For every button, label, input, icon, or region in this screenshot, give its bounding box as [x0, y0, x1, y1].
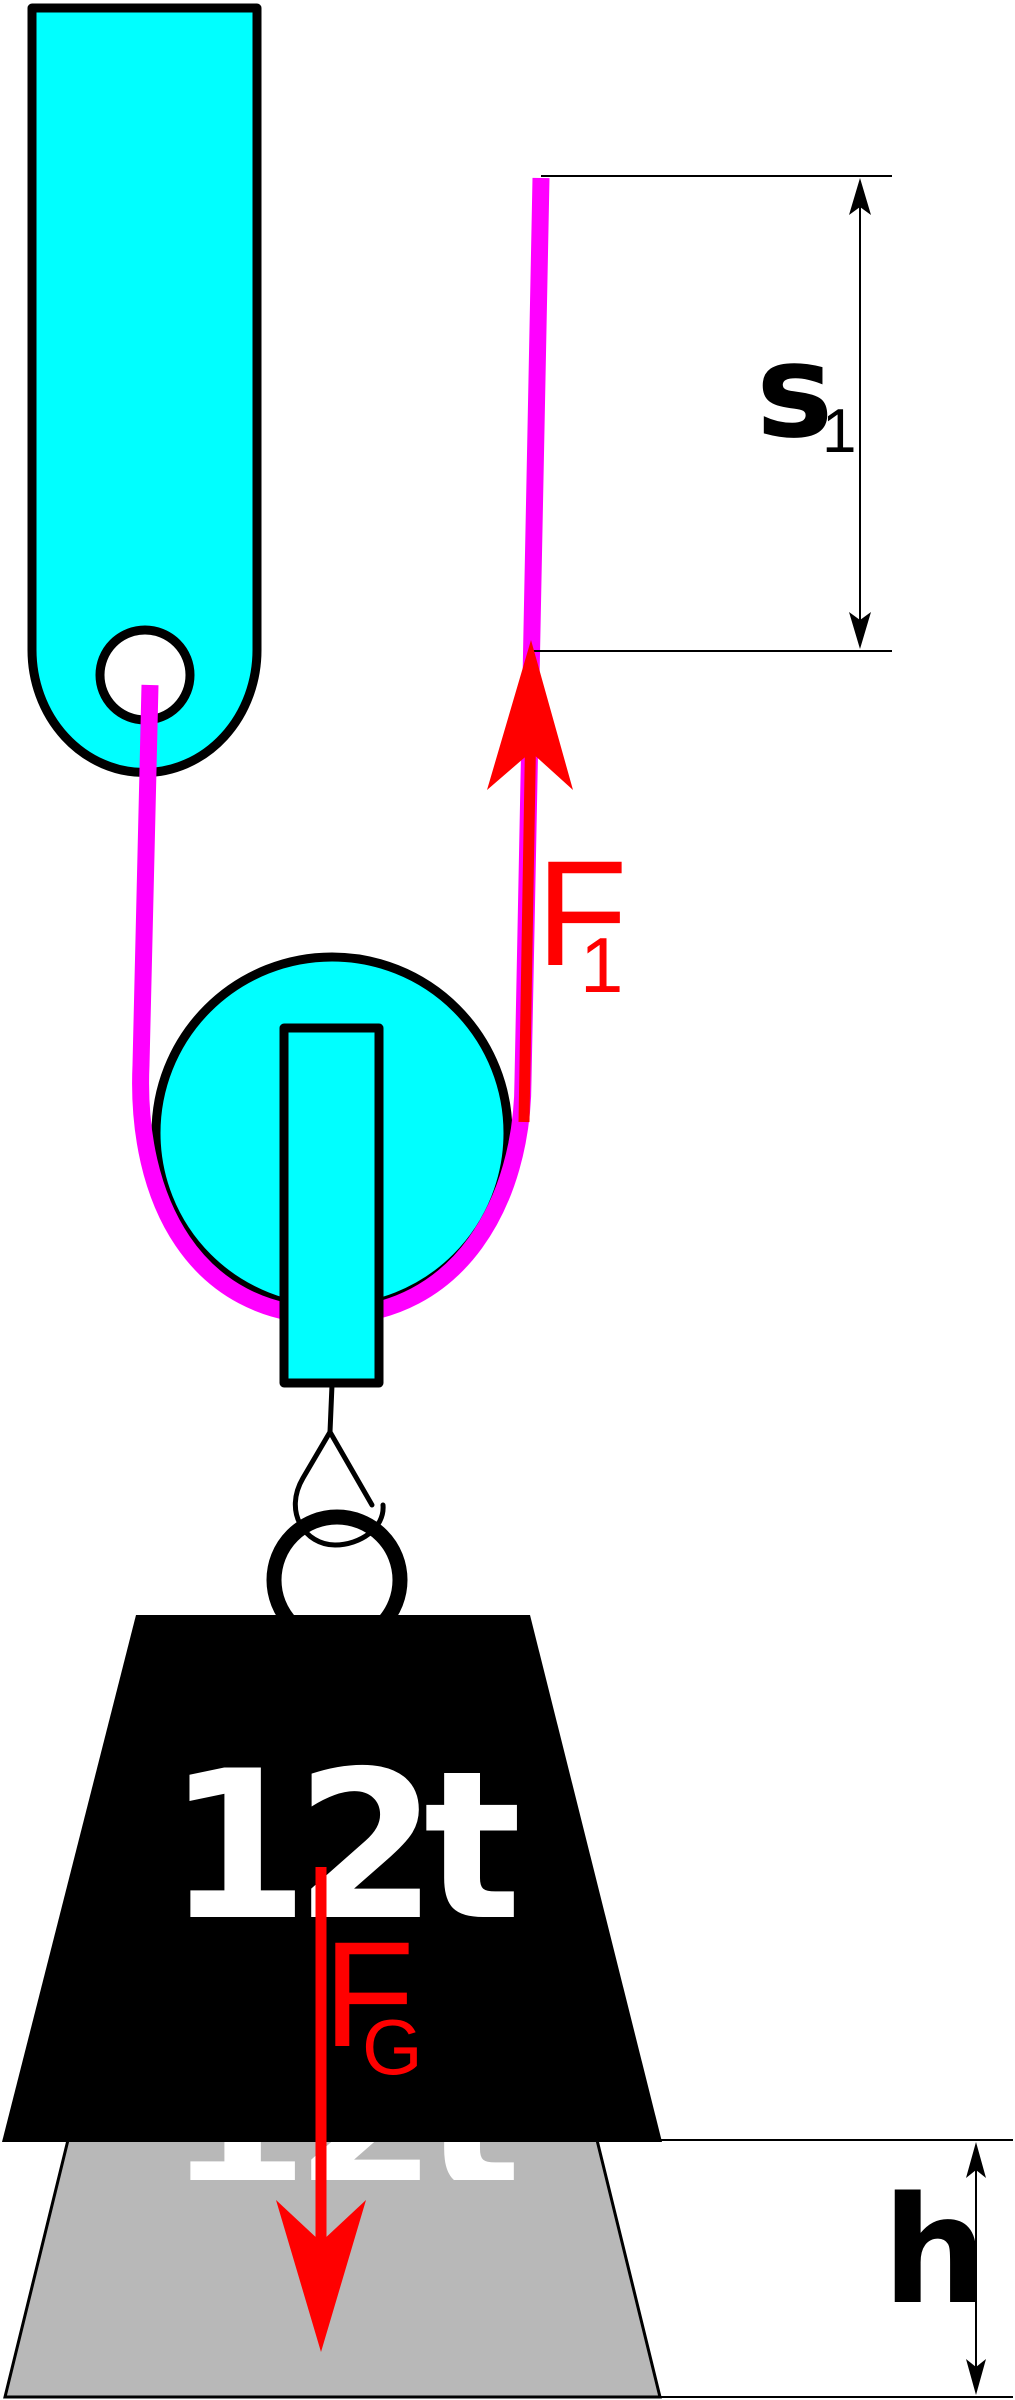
displacement-dimension: s 1: [528, 175, 892, 652]
gravity-force-label: F: [323, 1910, 415, 2078]
height-arrowhead-top: [966, 2142, 986, 2178]
svg-text:F: F: [536, 829, 628, 997]
weight: 12t: [2, 1615, 662, 2142]
svg-text:1: 1: [580, 921, 623, 1009]
displacement-label: s: [756, 315, 833, 467]
height-arrowhead-bottom: [966, 2359, 986, 2395]
dimension-arrowhead-top: [849, 178, 871, 215]
dimension-arrowhead-bottom: [849, 612, 871, 649]
ghost-weight-label: 12t: [166, 1999, 517, 2237]
svg-text:1: 1: [822, 397, 856, 466]
svg-text:h: h: [882, 2165, 987, 2337]
weight-body: [2, 1615, 662, 2142]
pulling-force: F 1: [487, 640, 628, 1123]
gravity-force-subscript: G: [362, 2003, 423, 2091]
height-label: h: [882, 2165, 987, 2337]
gravity-force-arrowhead: [276, 2200, 366, 2352]
pulling-force-subscript: 1: [580, 921, 623, 1009]
svg-text:F: F: [323, 1910, 415, 2078]
pulley-axle-plate: [279, 1023, 384, 1388]
height-dimension: h: [655, 2139, 1013, 2398]
pulling-force-arrowhead: [487, 640, 573, 790]
gravity-force: F G: [276, 1867, 423, 2352]
fixed-bracket: [27, 3, 262, 778]
svg-text:G: G: [362, 2003, 423, 2091]
pulling-force-label: F: [536, 829, 628, 997]
weight-label: 12t: [166, 1728, 517, 1966]
displacement-subscript: 1: [822, 397, 856, 466]
svg-text:s: s: [756, 315, 833, 467]
